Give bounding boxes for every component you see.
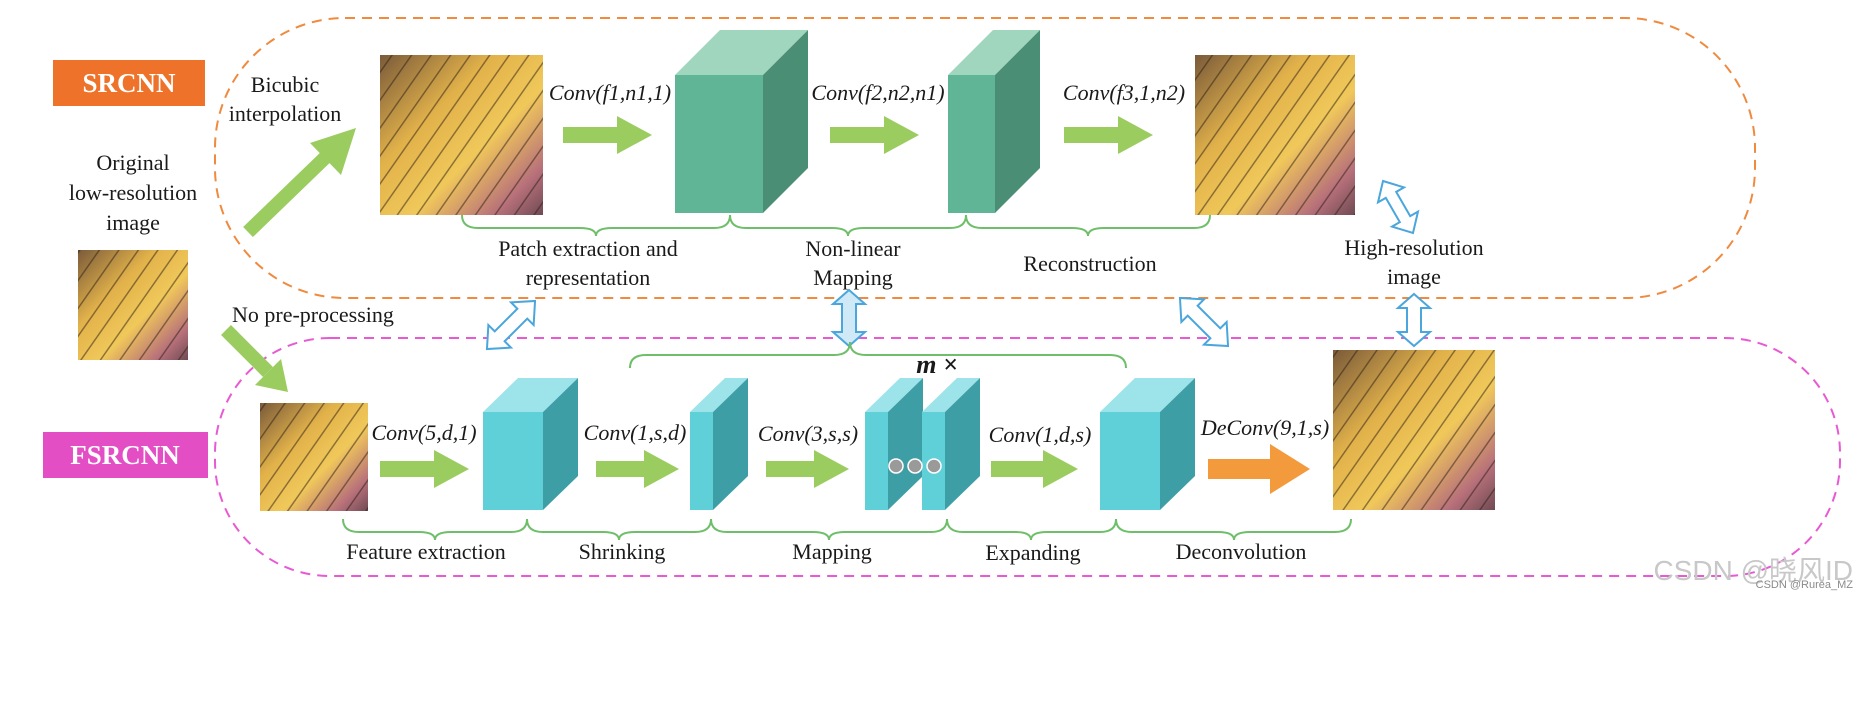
fsrcnn-badge: FSRCNN xyxy=(43,432,208,478)
fsrcnn-input-image xyxy=(260,403,368,511)
srcnn-badge: SRCNN xyxy=(53,60,205,106)
input-butterfly-image xyxy=(78,250,188,360)
watermark: CSDN @晓风ID xyxy=(1653,555,1853,586)
output-label-line2: image xyxy=(1387,264,1441,289)
input-label-line3: image xyxy=(106,210,160,235)
srcnn-arrow-1 xyxy=(563,116,652,154)
fsrcnn-stage1-label: Feature extraction xyxy=(346,539,505,564)
input-label-line2: low-resolution xyxy=(69,180,197,205)
srcnn-arrow-3 xyxy=(1064,116,1153,154)
fsrcnn-conv2-label: Conv(1,s,d) xyxy=(584,420,687,445)
srcnn-block-2 xyxy=(948,30,1040,213)
fsrcnn-deconv-arrow xyxy=(1208,444,1310,494)
srcnn-braces xyxy=(461,214,1211,237)
srcnn-output-image xyxy=(1195,55,1355,215)
srcnn-pre-label-line1: Bicubic xyxy=(251,72,320,97)
fsrcnn-mapping-block-2 xyxy=(922,378,980,510)
fsrcnn-braces xyxy=(342,518,1352,541)
srcnn-badge-label: SRCNN xyxy=(82,68,176,98)
srcnn-conv3-label: Conv(f3,1,n2) xyxy=(1063,80,1185,105)
output-label-line1: High-resolution xyxy=(1344,235,1483,260)
fsrcnn-mapping-block-1 xyxy=(865,378,923,510)
srcnn-stage1-label-line1: Patch extraction and xyxy=(498,236,678,261)
double-arrow-icon xyxy=(1178,296,1230,348)
fsrcnn-deconv-label: DeConv(9,1,s) xyxy=(1200,415,1329,440)
fsrcnn-arrow-1 xyxy=(380,450,469,488)
double-arrow-icon xyxy=(1376,179,1420,235)
input-label-line1: Original xyxy=(96,150,169,175)
srcnn-stage2-label-line1: Non-linear xyxy=(805,236,901,261)
ellipsis-dots-icon xyxy=(888,458,942,474)
srcnn-input-image xyxy=(380,55,543,215)
fsrcnn-stage2-label: Shrinking xyxy=(579,539,666,564)
fsrcnn-conv3-label: Conv(3,s,s) xyxy=(758,421,858,446)
fsrcnn-stage5-label: Deconvolution xyxy=(1176,539,1307,564)
fsrcnn-pre-label: No pre-processing xyxy=(232,302,394,327)
double-arrow-icon xyxy=(1395,292,1433,348)
srcnn-conv1-label: Conv(f1,n1,1) xyxy=(549,80,671,105)
fsrcnn-shrinking-block xyxy=(690,378,748,510)
fsrcnn-feature-block xyxy=(483,378,578,510)
srcnn-arrow-2 xyxy=(830,116,919,154)
srcnn-group-border xyxy=(214,17,1756,299)
srcnn-stage3-label: Reconstruction xyxy=(1023,251,1156,276)
fsrcnn-arrow-2 xyxy=(596,450,679,488)
fsrcnn-conv4-label: Conv(1,d,s) xyxy=(989,422,1092,447)
mapping-repeat-label: m × xyxy=(916,350,958,379)
watermark-small: CSDN @Rurea_MZ xyxy=(1756,579,1854,591)
double-arrow-icon xyxy=(485,299,537,351)
fsrcnn-badge-label: FSRCNN xyxy=(70,440,180,470)
srcnn-pre-label-line2: interpolation xyxy=(229,101,341,126)
fsrcnn-pre-arrow xyxy=(221,325,288,392)
fsrcnn-expanding-block xyxy=(1100,378,1195,510)
fsrcnn-arrow-3 xyxy=(766,450,849,488)
mapping-repeat-brace xyxy=(629,341,1127,369)
fsrcnn-stage4-label: Expanding xyxy=(985,540,1080,565)
fsrcnn-arrow-4 xyxy=(991,450,1078,488)
fsrcnn-group-border xyxy=(214,337,1841,577)
srcnn-pre-arrow xyxy=(243,128,356,238)
fsrcnn-stage3-label: Mapping xyxy=(792,539,871,564)
srcnn-stage1-label-line2: representation xyxy=(526,265,651,290)
srcnn-block-1 xyxy=(675,30,808,213)
fsrcnn-conv1-label: Conv(5,d,1) xyxy=(371,420,476,445)
fsrcnn-output-image xyxy=(1333,350,1495,510)
srcnn-stage2-label-line2: Mapping xyxy=(813,265,892,290)
srcnn-conv2-label: Conv(f2,n2,n1) xyxy=(811,80,944,105)
